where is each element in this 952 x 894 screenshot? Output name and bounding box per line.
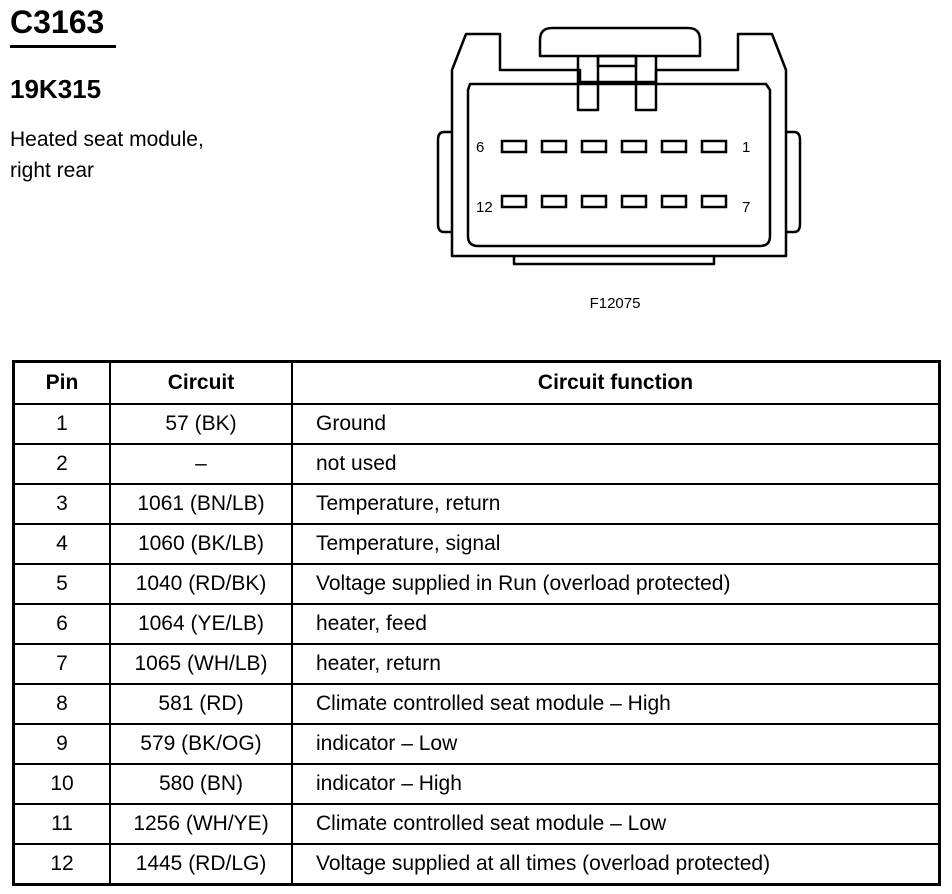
side-tab-left [436,130,452,234]
table-row: 2–not used [12,443,941,485]
function-cell: heater, return [291,643,941,685]
circuit-cell: – [109,443,293,485]
function-cell: heater, feed [291,603,941,645]
pin-terminal-5 [540,139,568,154]
pin-terminal-8 [660,194,688,209]
function-cell: Voltage supplied in Run (overload protec… [291,563,941,605]
pin-cell: 11 [12,803,111,845]
pin-terminal-9 [620,194,648,209]
function-cell: indicator – High [291,763,941,805]
pin-cell: 4 [12,523,111,565]
pin-label-bottom-left: 12 [476,199,493,216]
function-cell: Climate controlled seat module – Low [291,803,941,845]
circuit-cell: 1064 (YE/LB) [109,603,293,645]
pin-terminal-4 [580,139,608,154]
circuit-cell: 1061 (BN/LB) [109,483,293,525]
circuit-cell: 1256 (WH/YE) [109,803,293,845]
part-number: 19K315 [10,74,102,104]
circuit-cell: 579 (BK/OG) [109,723,293,765]
pin-terminal-2 [660,139,688,154]
pin-terminal-10 [580,194,608,209]
column-header-function: Circuit function [291,360,941,405]
pin-cell: 9 [12,723,111,765]
function-cell: Temperature, signal [291,523,941,565]
pin-terminal-12 [500,194,528,209]
function-cell: Climate controlled seat module – High [291,683,941,725]
latch-window [596,54,638,68]
circuit-cell: 1065 (WH/LB) [109,643,293,685]
title-underline [10,45,116,48]
pin-cell: 8 [12,683,111,725]
pin-cell: 5 [12,563,111,605]
figure-id: F12075 [589,295,641,312]
pin-cell: 10 [12,763,111,805]
circuit-cell: 57 (BK) [109,403,293,445]
column-header-circuit: Circuit [109,360,293,405]
pin-cell: 2 [12,443,111,485]
connector-latch [538,26,702,58]
circuit-cell: 580 (BN) [109,763,293,805]
table-header-row: Pin Circuit Circuit function [12,360,941,405]
connector-id: C3163 [10,4,105,40]
circuit-cell: 581 (RD) [109,683,293,725]
pin-terminal-1 [700,139,728,154]
pin-cell: 1 [12,403,111,445]
connector-description: Heated seat module, right rear [10,128,204,182]
function-cell: Voltage supplied at all times (overload … [291,843,941,886]
connector-housing-outer [450,32,788,258]
bottom-key [512,256,716,266]
pin-cell: 6 [12,603,111,645]
pin-terminal-11 [540,194,568,209]
pin-cell: 12 [12,843,111,886]
circuit-cell: 1040 (RD/BK) [109,563,293,605]
function-cell: not used [291,443,941,485]
connector-face-diagram: 6 1 12 7 [436,26,802,266]
function-cell: Ground [291,403,941,445]
circuit-cell: 1445 (RD/LG) [109,843,293,886]
pin-label-bottom-right: 7 [742,199,750,216]
connector-housing-inner [466,82,772,248]
pin-label-top-left: 6 [476,139,484,156]
pin-terminals [500,139,728,209]
circuit-cell: 1060 (BK/LB) [109,523,293,565]
function-cell: Temperature, return [291,483,941,525]
column-header-pin: Pin [12,360,111,405]
pin-cell: 3 [12,483,111,525]
side-tab-right [786,130,802,234]
function-cell: indicator – Low [291,723,941,765]
pin-label-top-right: 1 [742,139,750,156]
pin-terminal-6 [500,139,528,154]
pin-cell: 7 [12,643,111,685]
pin-terminal-3 [620,139,648,154]
pin-terminal-7 [700,194,728,209]
